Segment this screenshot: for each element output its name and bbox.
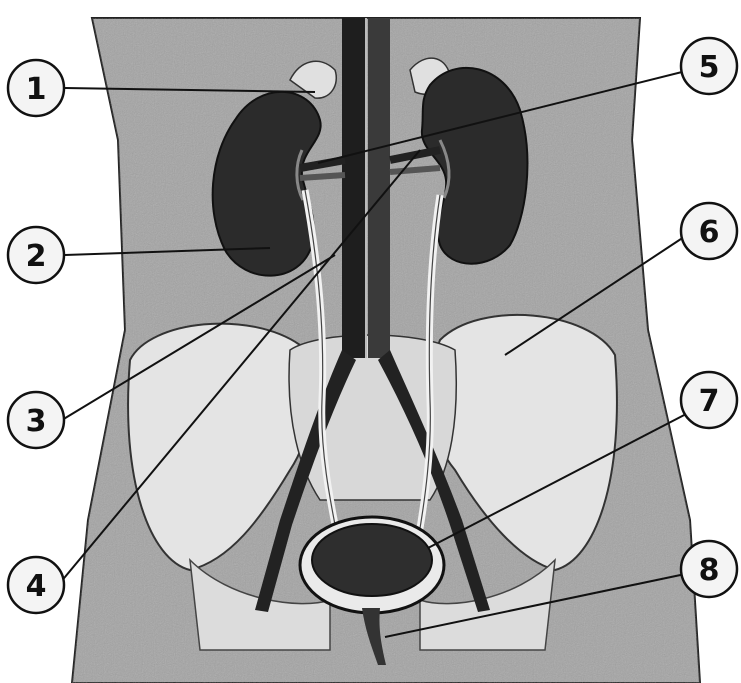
callout-6-number: 6 xyxy=(699,215,720,250)
callout-2-number: 2 xyxy=(26,239,47,274)
callout-3: 3 xyxy=(8,392,64,448)
callout-6: 6 xyxy=(681,203,737,259)
callout-4-number: 4 xyxy=(26,569,47,604)
callout-5-number: 5 xyxy=(699,50,720,85)
callout-7-number: 7 xyxy=(699,384,720,419)
callout-3-number: 3 xyxy=(26,404,47,439)
callout-8: 8 xyxy=(681,541,737,597)
callout-1: 1 xyxy=(8,60,64,116)
callout-8-number: 8 xyxy=(699,553,720,588)
bladder xyxy=(300,517,444,613)
callout-7: 7 xyxy=(681,372,737,428)
callout-2: 2 xyxy=(8,227,64,283)
callout-4: 4 xyxy=(8,557,64,613)
callout-5: 5 xyxy=(681,38,737,94)
callout-1-number: 1 xyxy=(26,72,47,107)
